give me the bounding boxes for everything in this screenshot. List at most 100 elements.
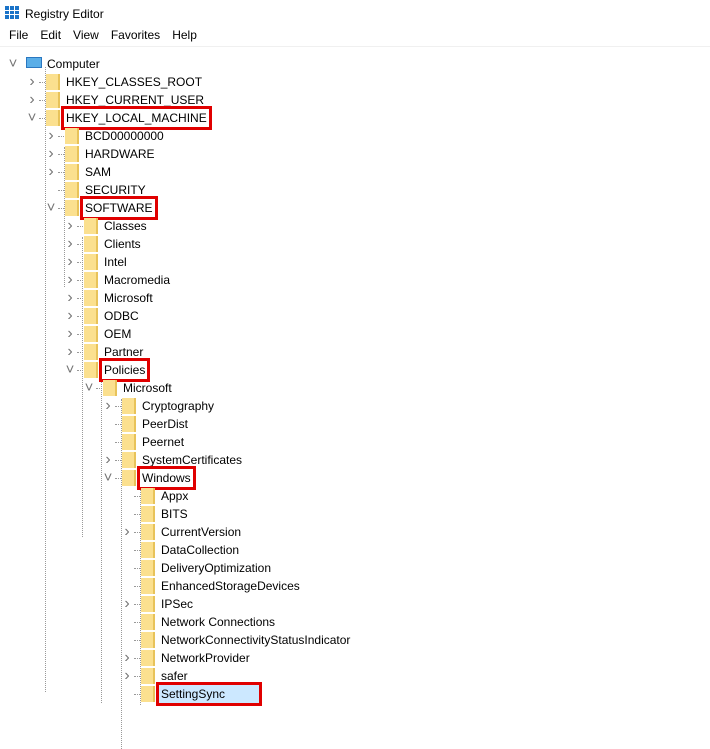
menu-favorites[interactable]: Favorites bbox=[110, 28, 161, 42]
tree-node-label[interactable]: SOFTWARE bbox=[80, 196, 158, 220]
chevron-right-icon[interactable]: › bbox=[124, 523, 130, 540]
chevron-right-icon[interactable]: › bbox=[124, 595, 130, 612]
tree-connector bbox=[134, 676, 142, 677]
title-bar: Registry Editor bbox=[0, 0, 710, 26]
tree-connector bbox=[39, 100, 47, 101]
tree-node-label[interactable]: HKEY_CLASSES_ROOT bbox=[66, 75, 203, 89]
folder-icon bbox=[141, 668, 155, 684]
tree-connector bbox=[134, 694, 142, 695]
menu-help[interactable]: Help bbox=[172, 28, 197, 42]
tree-connector bbox=[77, 298, 85, 299]
tree-node-label[interactable]: ODBC bbox=[104, 309, 139, 323]
chevron-right-icon[interactable]: › bbox=[29, 73, 35, 90]
folder-icon bbox=[141, 488, 155, 504]
tree-node-label[interactable]: BITS bbox=[161, 507, 188, 521]
chevron-down-icon[interactable]: ˅ bbox=[65, 361, 75, 378]
tree-node-label[interactable]: NetworkProvider bbox=[161, 651, 250, 665]
chevron-right-icon[interactable]: › bbox=[67, 253, 73, 270]
chevron-right-icon[interactable]: › bbox=[124, 667, 130, 684]
tree-connector bbox=[58, 190, 66, 191]
tree-node-label[interactable]: Clients bbox=[104, 237, 141, 251]
chevron-right-icon[interactable]: › bbox=[67, 343, 73, 360]
tree-node-label[interactable]: Cryptography bbox=[142, 399, 215, 413]
chevron-right-icon[interactable]: › bbox=[48, 163, 54, 180]
chevron-right-icon[interactable]: › bbox=[29, 91, 35, 108]
chevron-right-icon[interactable]: › bbox=[48, 145, 54, 162]
chevron-right-icon[interactable]: › bbox=[67, 289, 73, 306]
folder-icon bbox=[84, 308, 98, 324]
chevron-right-icon[interactable]: › bbox=[48, 127, 54, 144]
chevron-right-icon[interactable]: › bbox=[67, 235, 73, 252]
tree-node-label[interactable]: OEM bbox=[104, 327, 132, 341]
tree-node-label[interactable]: Policies bbox=[98, 358, 151, 382]
tree-node-label[interactable]: Classes bbox=[104, 219, 147, 233]
no-expander bbox=[103, 433, 113, 451]
tree-guide-line bbox=[45, 67, 46, 692]
menu-view[interactable]: View bbox=[73, 28, 99, 42]
tree-guide-line bbox=[82, 237, 83, 537]
no-expander bbox=[122, 613, 132, 631]
tree-connector bbox=[58, 172, 66, 173]
chevron-right-icon[interactable]: › bbox=[67, 271, 73, 288]
chevron-right-icon[interactable]: › bbox=[105, 451, 111, 468]
menu-edit[interactable]: Edit bbox=[40, 28, 62, 42]
window-title: Registry Editor bbox=[25, 7, 104, 21]
folder-icon bbox=[84, 272, 98, 288]
no-expander bbox=[122, 487, 132, 505]
registry-tree[interactable]: ˅ Computer › HKEY_CLASSES_ROOT › HKEY_CURRENT… bbox=[0, 46, 710, 749]
tree-node-label[interactable]: Microsoft bbox=[104, 291, 153, 305]
tree-node-label[interactable]: SettingSync bbox=[155, 682, 263, 706]
folder-icon bbox=[141, 632, 155, 648]
tree-node-label[interactable]: Partner bbox=[104, 345, 144, 359]
menu-file[interactable]: File bbox=[9, 28, 29, 42]
tree-connector bbox=[115, 424, 123, 425]
tree-node-label[interactable]: SAM bbox=[85, 165, 112, 179]
chevron-right-icon[interactable]: › bbox=[67, 307, 73, 324]
folder-icon bbox=[65, 182, 79, 198]
chevron-right-icon[interactable]: › bbox=[67, 325, 73, 342]
tree-connector bbox=[77, 334, 85, 335]
tree-node-label[interactable]: PeerDist bbox=[142, 417, 189, 431]
chevron-down-icon[interactable]: ˅ bbox=[8, 55, 18, 72]
tree-node-label[interactable]: Network Connections bbox=[161, 615, 276, 629]
chevron-right-icon[interactable]: › bbox=[105, 397, 111, 414]
tree-connector bbox=[58, 208, 66, 209]
chevron-down-icon[interactable]: ˅ bbox=[46, 199, 56, 216]
tree-node-label[interactable]: Peernet bbox=[142, 435, 185, 449]
folder-icon bbox=[141, 506, 155, 522]
chevron-right-icon[interactable]: › bbox=[67, 217, 73, 234]
tree-node-label[interactable]: safer bbox=[161, 669, 188, 683]
chevron-down-icon[interactable]: ˅ bbox=[103, 469, 113, 486]
tree-node-label[interactable]: Windows bbox=[137, 466, 196, 490]
tree-node-label[interactable]: CurrentVersion bbox=[161, 525, 242, 539]
tree-guide-line bbox=[140, 489, 141, 705]
tree-node-label[interactable]: SystemCertificates bbox=[142, 453, 243, 467]
tree-node-label[interactable]: BCD00000000 bbox=[85, 129, 164, 143]
tree-node-label[interactable]: Macromedia bbox=[104, 273, 171, 287]
tree-connector bbox=[134, 658, 142, 659]
tree-node-label[interactable]: SECURITY bbox=[85, 183, 146, 197]
tree-node-label[interactable]: IPSec bbox=[161, 597, 194, 611]
tree-connector bbox=[77, 262, 85, 263]
tree-node-label[interactable]: HARDWARE bbox=[85, 147, 155, 161]
chevron-down-icon[interactable]: ˅ bbox=[84, 379, 94, 396]
tree-node-label[interactable]: Computer bbox=[47, 57, 100, 71]
chevron-down-icon[interactable]: ˅ bbox=[27, 109, 37, 126]
no-expander bbox=[122, 505, 132, 523]
tree-node-label[interactable]: HKEY_LOCAL_MACHINE bbox=[61, 106, 212, 130]
tree-node-label[interactable]: DeliveryOptimization bbox=[161, 561, 272, 575]
folder-icon bbox=[65, 128, 79, 144]
tree-connector bbox=[134, 532, 142, 533]
tree-node-label[interactable]: Intel bbox=[104, 255, 127, 269]
tree-node-label[interactable]: DataCollection bbox=[161, 543, 240, 557]
chevron-right-icon[interactable]: › bbox=[124, 649, 130, 666]
tree-node-label[interactable]: Appx bbox=[161, 489, 189, 503]
folder-icon bbox=[141, 650, 155, 666]
tree-connector bbox=[134, 514, 142, 515]
tree-node-label[interactable]: Microsoft bbox=[123, 381, 172, 395]
folder-icon bbox=[122, 470, 136, 486]
tree-node-label[interactable]: EnhancedStorageDevices bbox=[161, 579, 300, 593]
tree-node-label[interactable]: HKEY_CURRENT_USER bbox=[66, 93, 205, 107]
tree-node-label[interactable]: NetworkConnectivityStatusIndicator bbox=[161, 633, 351, 647]
tree-connector bbox=[134, 568, 142, 569]
